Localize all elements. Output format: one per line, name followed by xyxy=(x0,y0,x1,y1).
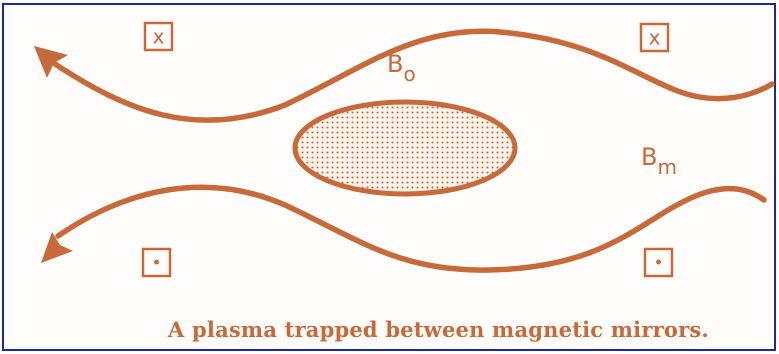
field-label-bo: Bo xyxy=(387,50,416,86)
coil-into-symbol: x xyxy=(153,25,165,49)
coil-into-page-right: x xyxy=(641,24,668,51)
coil-out-symbol: • xyxy=(653,254,663,274)
field-label-bm: Bm xyxy=(641,143,677,179)
coil-out-of-page-right: • xyxy=(645,249,672,276)
coil-into-symbol: x xyxy=(649,26,661,50)
coil-into-page-left: x xyxy=(145,23,172,50)
upper-arrowhead-icon xyxy=(34,46,68,78)
coil-out-symbol: • xyxy=(151,254,161,274)
plasma-region xyxy=(295,102,515,194)
figure-caption: A plasma trapped between magnetic mirror… xyxy=(168,317,776,342)
coil-out-of-page-left: • xyxy=(143,249,170,276)
